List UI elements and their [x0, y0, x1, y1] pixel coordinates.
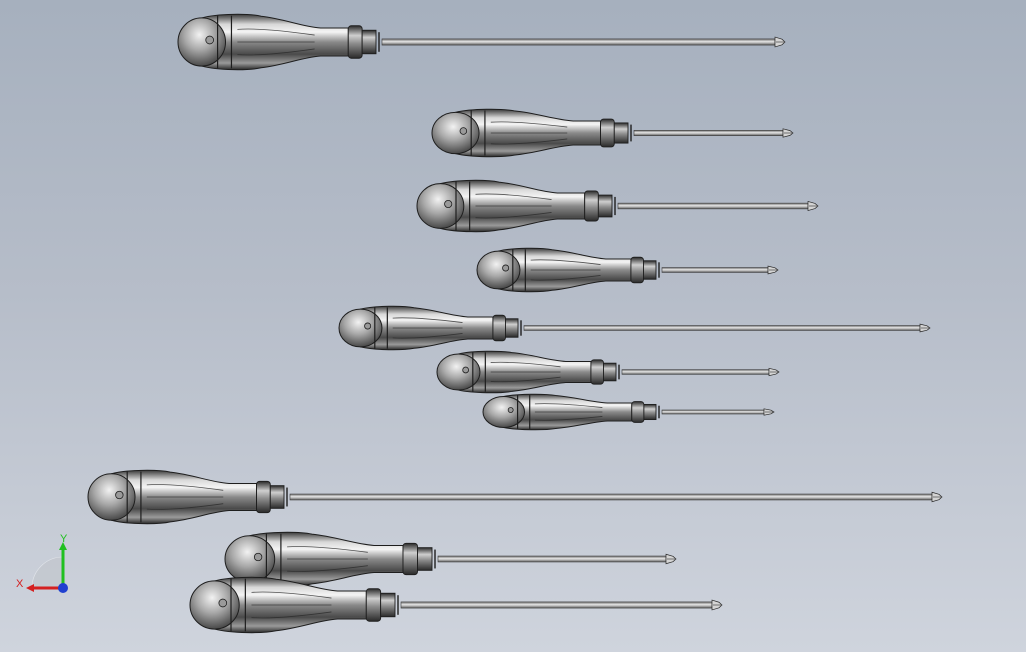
grip-groove: [237, 48, 315, 56]
ferrule-ring: [492, 314, 506, 342]
ferrule-collar: [613, 122, 629, 144]
hang-hole-icon: [502, 264, 510, 272]
triad-y-label: Y: [60, 533, 68, 545]
grip-groove: [534, 403, 603, 408]
ferrule-ring: [402, 542, 418, 576]
triad-z-axis: [58, 583, 68, 593]
triad-y-arrow: [59, 542, 67, 550]
screwdriver-10[interactable]: [189, 576, 723, 634]
screwdriver-3[interactable]: [416, 179, 819, 233]
ferrule-collar: [603, 362, 617, 382]
grip-groove: [490, 121, 568, 128]
hang-hole-icon: [218, 598, 228, 608]
shaft: [381, 38, 776, 46]
ferrule-collar: [361, 29, 377, 55]
hang-hole-icon: [205, 35, 214, 45]
hang-hole-icon: [364, 322, 372, 330]
grip-groove: [475, 212, 552, 219]
hang-hole-icon: [444, 199, 453, 209]
ferrule-collar: [597, 194, 613, 218]
ferrule-ring: [584, 190, 599, 222]
grip-groove: [490, 361, 561, 368]
hang-hole-icon: [507, 407, 514, 413]
handle-dome: [431, 111, 480, 155]
screwdriver-1[interactable]: [177, 13, 786, 71]
screwdriver-5[interactable]: [338, 305, 931, 351]
shaft: [661, 409, 765, 415]
triad-x-arrow: [26, 584, 34, 592]
ferrule-ring: [600, 118, 615, 148]
grip-groove: [237, 28, 315, 36]
shaft: [437, 555, 667, 563]
ferrule-collar: [643, 260, 657, 280]
grip-groove: [534, 416, 603, 421]
handle-dome: [476, 250, 521, 290]
coordinate-triad: X Y: [16, 533, 68, 593]
handle-dome: [416, 183, 465, 229]
grip-groove: [475, 193, 552, 200]
shaft: [621, 369, 770, 375]
grip-groove: [251, 591, 332, 599]
ferrule-collar: [417, 547, 433, 571]
grip-groove: [392, 317, 463, 323]
hang-hole-icon: [459, 127, 468, 135]
triad-plane-fan: [31, 556, 64, 589]
grip-groove: [146, 484, 224, 491]
ferrule-ring: [631, 401, 645, 423]
screwdriver-4[interactable]: [476, 247, 779, 293]
grip-groove: [287, 546, 368, 553]
ferrule-collar: [643, 403, 657, 421]
grip-groove: [287, 565, 368, 572]
grip-groove: [530, 275, 601, 281]
ferrule-ring: [347, 25, 363, 59]
ferrule-ring: [365, 588, 382, 622]
hang-hole-icon: [462, 366, 469, 374]
ferrule-collar: [380, 592, 396, 618]
screwdriver-6[interactable]: [436, 350, 780, 394]
grip-groove: [490, 138, 568, 145]
shaft: [661, 267, 769, 273]
hang-hole-icon: [253, 552, 263, 562]
triad-x-label: X: [16, 578, 24, 590]
screwdriver-8[interactable]: [87, 469, 943, 525]
grip-groove: [530, 259, 601, 265]
handle-dome: [482, 396, 526, 428]
handle-dome: [87, 473, 136, 521]
screwdriver-7[interactable]: [482, 393, 775, 431]
hang-hole-icon: [115, 490, 124, 500]
handle-dome: [224, 535, 276, 583]
shaft: [400, 601, 713, 609]
handle-dome: [338, 308, 383, 348]
handle-dome: [189, 580, 240, 630]
shaft: [523, 325, 921, 331]
grip-groove: [392, 333, 463, 339]
shaft: [289, 493, 933, 501]
screwdriver-group[interactable]: [87, 13, 943, 634]
grip-groove: [490, 376, 561, 383]
ferrule-collar: [505, 318, 519, 338]
handle-dome: [436, 353, 481, 391]
ferrule-ring: [630, 256, 644, 284]
screwdriver-2[interactable]: [431, 108, 794, 158]
shaft: [617, 202, 809, 210]
shaft: [633, 130, 784, 136]
ferrule-ring: [256, 480, 271, 514]
grip-groove: [146, 503, 224, 510]
ferrule-ring: [590, 359, 604, 385]
screwdriver-9[interactable]: [224, 531, 677, 587]
ferrule-collar: [269, 485, 285, 509]
handle-dome: [177, 17, 227, 67]
grip-groove: [251, 611, 332, 619]
